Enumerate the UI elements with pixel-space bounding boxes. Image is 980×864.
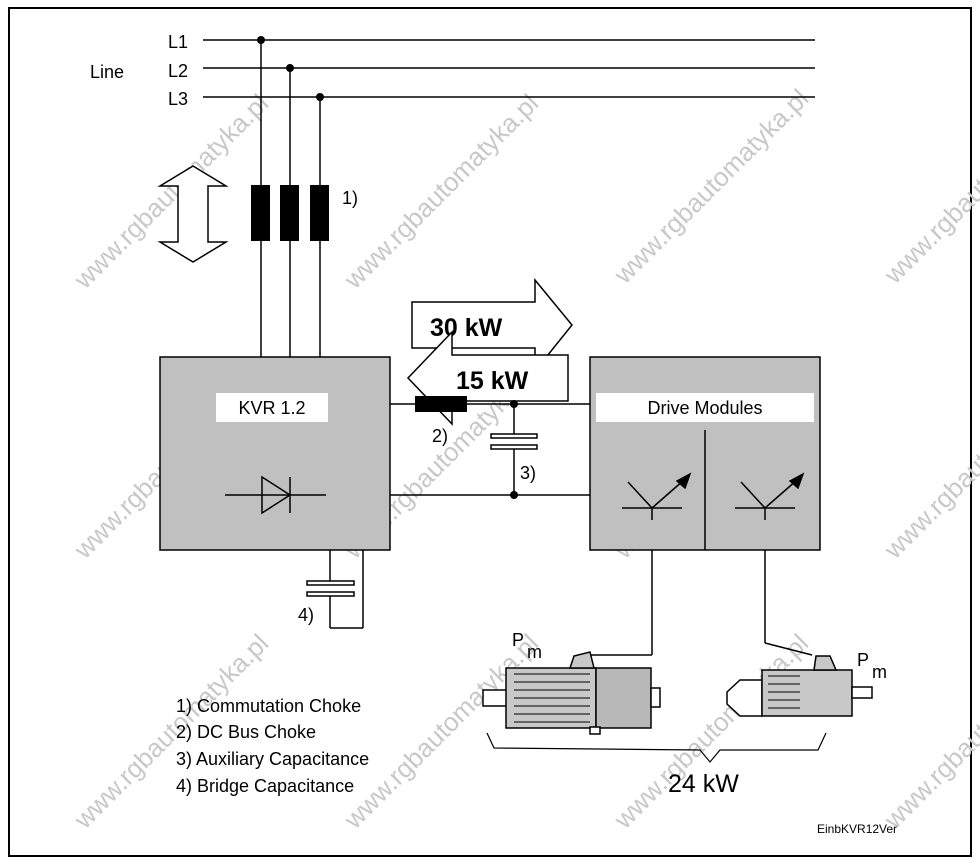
dc-bus-choke-ref: 2) [432,426,448,446]
bridge-capacitor-ref: 4) [298,605,314,625]
line-label: Line [90,62,124,82]
dc-bus-choke [415,396,467,412]
transistor-icon [735,472,805,520]
legend-item: 2) DC Bus Choke [176,722,316,742]
legend: 1) Commutation Choke 2) DC Bus Choke 3) … [176,696,369,796]
commutation-choke [251,185,270,241]
dc-bus [390,403,590,496]
motor-left-icon [482,651,661,735]
power-back-label: 15 kW [456,367,529,395]
auxiliary-capacitor-icon [490,433,538,450]
junction-dot [316,93,324,101]
legend-item: 3) Auxiliary Capacitance [176,749,369,769]
commutation-choke [310,185,329,241]
power-motor-left-label: P [512,630,524,650]
transistor-icon [622,472,692,520]
power-motor-right-label: P [857,650,869,670]
bidirectional-arrow-icon [157,165,229,263]
bridge-capacitor-icon [306,580,355,597]
motor-feeds [590,550,813,656]
power-motor-right-subscript: m [872,662,887,682]
commutation-choke-ref: 1) [342,188,358,208]
legend-item: 1) Commutation Choke [176,696,361,716]
junction-dot [286,64,294,72]
kvr-label-box [216,393,328,422]
power-out-label: 30 kW [430,314,503,342]
bridge-capacitor-wiring [329,550,364,629]
commutation-choke [280,185,299,241]
phase-l2-label: L2 [168,61,188,81]
phase-l1-label: L1 [168,32,188,52]
power-out-arrow-icon [411,277,573,374]
kvr-label: KVR 1.2 [238,398,305,418]
phase-l3-label: L3 [168,89,188,109]
motors-brace [486,732,827,763]
junction-dot [510,400,518,408]
motor-right-icon [726,655,873,717]
junction-dot [510,491,518,499]
legend-item: 4) Bridge Capacitance [176,776,354,796]
motors-total-label: 24 kW [668,770,739,798]
power-motor-left-subscript: m [527,642,542,662]
junction-dot [257,36,265,44]
auxiliary-capacitor-ref: 3) [520,463,536,483]
kvr-module [159,356,391,551]
figure-id: EinbKVR12Ver [817,822,897,836]
drive-modules-label-box [596,393,814,422]
drive-modules-label: Drive Modules [647,398,762,418]
diode-icon [225,475,326,515]
